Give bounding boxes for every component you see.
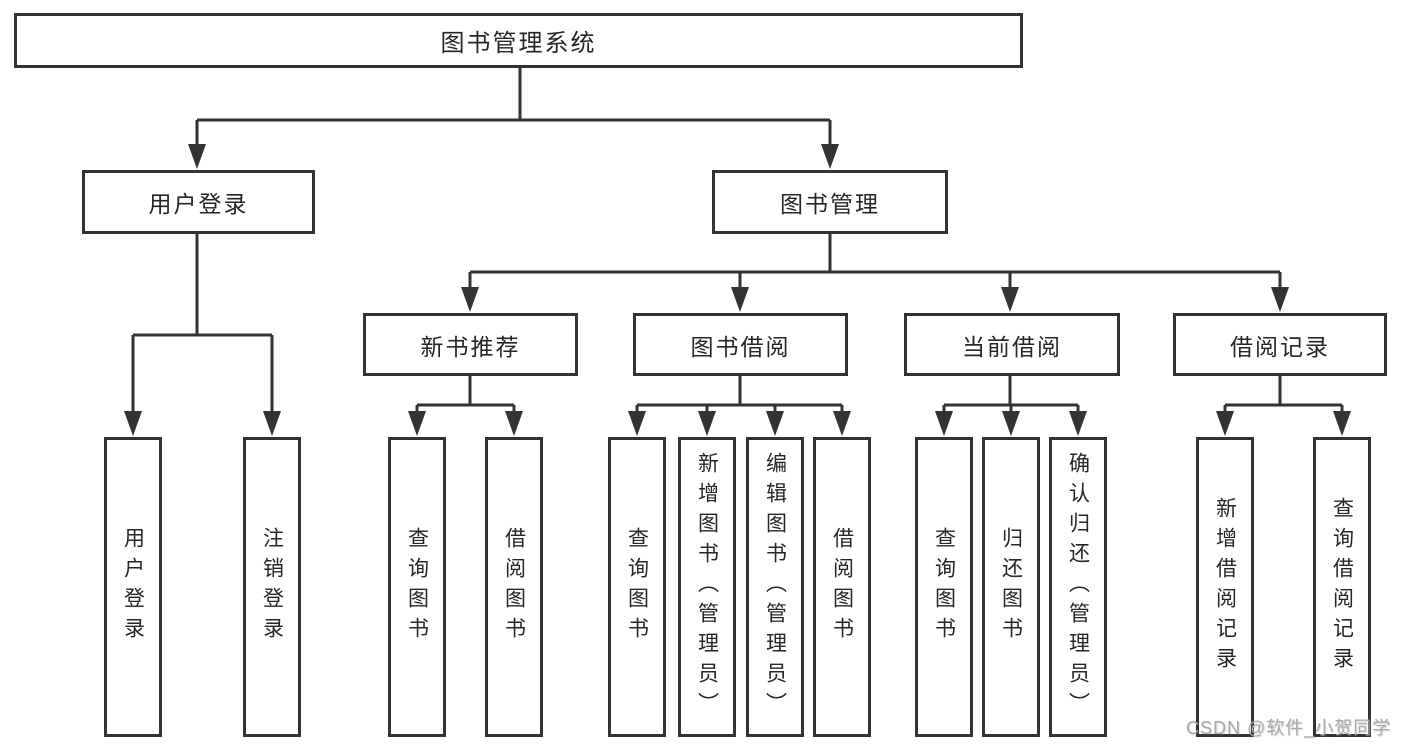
leaf-add-books-admin: 新增图书（管理员） bbox=[678, 437, 736, 737]
node-library-management-system: 图书管理系统 bbox=[14, 13, 1023, 68]
node-book-borrowing: 图书借阅 bbox=[633, 313, 848, 376]
arrow-user-login bbox=[188, 144, 206, 169]
arrowheads bbox=[124, 144, 1351, 436]
node-current-borrowing: 当前借阅 bbox=[904, 313, 1120, 376]
leaf-edit-books-admin: 编辑图书（管理员） bbox=[746, 437, 804, 737]
node-book-management-module: 图书管理 bbox=[712, 170, 948, 234]
node-borrowing-records: 借阅记录 bbox=[1173, 313, 1387, 376]
leaf-borrow-books-borrowing: 借阅图书 bbox=[813, 437, 871, 737]
arrow-leaf-g4-1 bbox=[935, 411, 953, 436]
arrow-leaf-g5-1 bbox=[1216, 411, 1234, 436]
leaf-user-login-label: 用户登录 bbox=[121, 527, 145, 647]
arrow-leaf-g3-1 bbox=[628, 411, 646, 436]
leaf-query-books-borrowing-label: 查询图书 bbox=[625, 527, 649, 647]
arrow-borrow-record bbox=[1271, 287, 1289, 312]
node-user-login-module: 用户登录 bbox=[82, 170, 315, 234]
leaf-query-books-current: 查询图书 bbox=[915, 437, 973, 737]
arrow-leaf-login bbox=[124, 411, 142, 436]
leaf-query-books-recommend: 查询图书 bbox=[388, 437, 446, 737]
leaf-add-borrow-record: 新增借阅记录 bbox=[1196, 437, 1254, 737]
arrow-leaf-g3-3 bbox=[766, 411, 784, 436]
arrow-book-borrow bbox=[731, 287, 749, 312]
leaf-confirm-return-admin: 确认归还（管理员） bbox=[1049, 437, 1107, 737]
leaf-logout: 注销登录 bbox=[243, 437, 301, 737]
arrow-leaf-g5-2 bbox=[1333, 411, 1351, 436]
leaf-user-login: 用户登录 bbox=[104, 437, 162, 737]
leaf-query-borrow-record-label: 查询借阅记录 bbox=[1330, 497, 1354, 677]
leaf-return-books: 归还图书 bbox=[982, 437, 1040, 737]
arrow-leaf-g4-2 bbox=[1002, 411, 1020, 436]
leaf-edit-books-admin-label: 编辑图书（管理员） bbox=[763, 452, 787, 722]
leaf-borrow-books-recommend: 借阅图书 bbox=[485, 437, 543, 737]
arrow-leaf-logout bbox=[263, 411, 281, 436]
arrow-leaf-g3-4 bbox=[833, 411, 851, 436]
arrow-current-borrow bbox=[1001, 287, 1019, 312]
leaf-query-books-current-label: 查询图书 bbox=[932, 527, 956, 647]
arrow-leaf-g3-2 bbox=[698, 411, 716, 436]
leaf-logout-label: 注销登录 bbox=[260, 527, 284, 647]
leaf-add-books-admin-label: 新增图书（管理员） bbox=[695, 452, 719, 722]
node-new-book-recommendation: 新书推荐 bbox=[363, 313, 578, 376]
leaf-query-borrow-record: 查询借阅记录 bbox=[1313, 437, 1371, 737]
leaf-borrow-books-borrowing-label: 借阅图书 bbox=[830, 527, 854, 647]
arrow-book-mgmt bbox=[821, 144, 839, 169]
leaf-return-books-label: 归还图书 bbox=[999, 527, 1023, 647]
arrow-leaf-g4-3 bbox=[1069, 411, 1087, 436]
arrow-leaf-g2-2 bbox=[505, 411, 523, 436]
arrow-leaf-g2-1 bbox=[408, 411, 426, 436]
leaf-confirm-return-admin-label: 确认归还（管理员） bbox=[1066, 452, 1090, 722]
arrow-new-book bbox=[461, 287, 479, 312]
leaf-query-books-borrowing: 查询图书 bbox=[608, 437, 666, 737]
watermark: CSDN @软件_小贺同学 bbox=[1186, 718, 1392, 738]
leaf-add-borrow-record-label: 新增借阅记录 bbox=[1213, 497, 1237, 677]
leaf-query-books-recommend-label: 查询图书 bbox=[405, 527, 429, 647]
leaf-borrow-books-recommend-label: 借阅图书 bbox=[502, 527, 526, 647]
